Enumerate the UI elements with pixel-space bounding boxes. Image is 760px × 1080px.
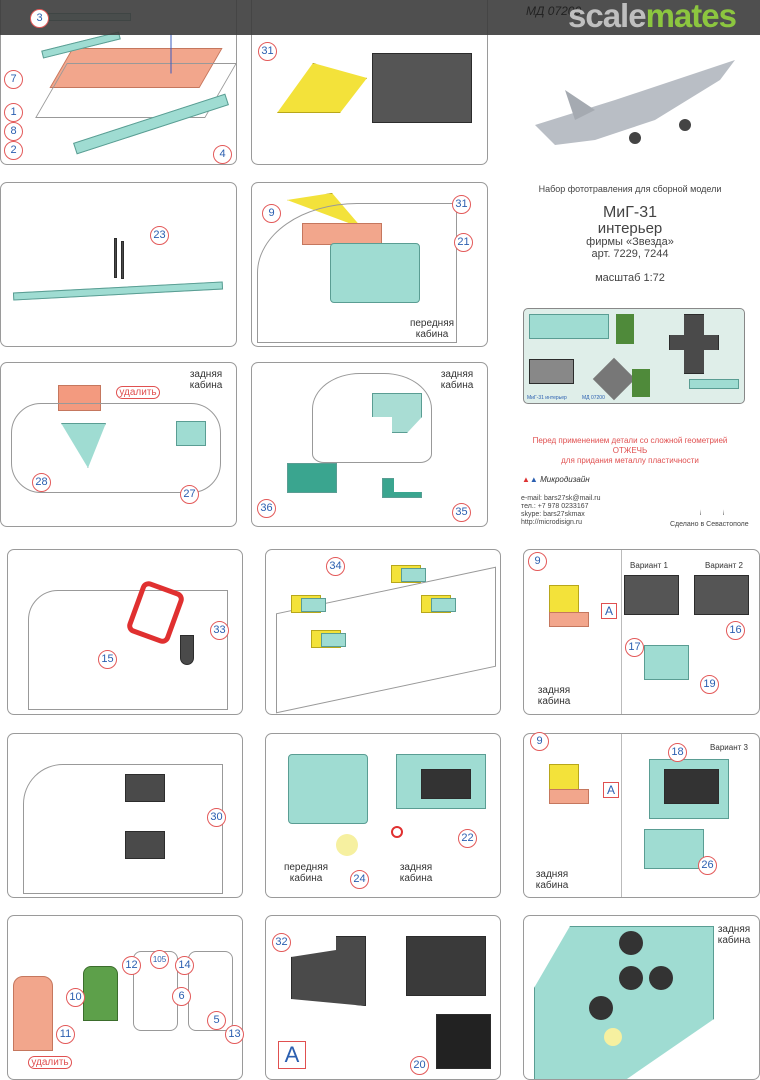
- fret-code: МД 07200: [582, 395, 605, 401]
- watermark-logo: scalemates: [568, 0, 737, 34]
- marker-a: A: [603, 782, 619, 798]
- callout: 22: [458, 829, 477, 848]
- anneal-warning-2: ОТЖЕЧЬ: [612, 446, 648, 455]
- callout: 19: [700, 675, 719, 694]
- callout: 20: [410, 1056, 429, 1075]
- callout: 23: [150, 226, 169, 245]
- step-panel-13: удалить: [7, 915, 243, 1080]
- fret-label: МиГ-31 интерьер: [527, 395, 567, 401]
- rear-cabin-label: задняя кабина: [399, 862, 433, 884]
- step-panel-12: A Вариант 3 задняя кабина: [523, 733, 760, 898]
- step-panel-6: задняя кабина: [251, 362, 488, 527]
- front-cabin-label: передняя кабина: [409, 318, 455, 340]
- step-panel-15: задняя кабина: [523, 915, 760, 1080]
- callout: 35: [452, 503, 471, 522]
- callout: 28: [32, 473, 51, 492]
- website[interactable]: http://microdisign.ru: [521, 519, 583, 526]
- callout: 21: [454, 233, 473, 252]
- skype: skype: bars27skmax: [521, 511, 585, 518]
- rear-cabin-label: задняя кабина: [189, 369, 223, 391]
- remove-label: удалить: [116, 386, 160, 399]
- step-panel-11: передняя кабина задняя кабина: [265, 733, 501, 898]
- kit-title-2: интерьер: [597, 220, 663, 237]
- rear-cabin-label: задняя кабина: [717, 924, 751, 946]
- callout: 31: [452, 195, 471, 214]
- email: e-mail: bars27sk@mail.ru: [521, 495, 601, 502]
- step-panel-4: передняя кабина: [251, 182, 488, 347]
- callout: 31: [258, 42, 277, 61]
- rear-cabin-label: задняя кабина: [537, 685, 571, 707]
- fret-image: МиГ-31 интерьер МД 07200: [523, 308, 745, 404]
- callout: 105: [150, 950, 169, 969]
- product-code: МД 07200: [526, 4, 582, 18]
- kit-maker: фирмы «Звезда»: [586, 236, 674, 248]
- callout: 13: [225, 1025, 244, 1044]
- callout: 26: [698, 856, 717, 875]
- anneal-warning-3: для придания металлу пластичности: [561, 456, 699, 465]
- step-panel-3: [0, 182, 237, 347]
- phone: тел.: +7 978 0233167: [521, 503, 589, 510]
- callout: 11: [56, 1025, 75, 1044]
- step-panel-10: [7, 733, 243, 898]
- callout: 8: [4, 122, 23, 141]
- rear-cabin-label: задняя кабина: [535, 869, 569, 891]
- kit-scale: масштаб 1:72: [595, 272, 665, 284]
- callout: 4: [213, 145, 232, 164]
- aircraft-photo: [535, 50, 745, 150]
- kit-article: арт. 7229, 7244: [591, 248, 669, 260]
- monument-drawing: [700, 460, 724, 515]
- callout: 6: [172, 987, 191, 1006]
- variant-1-label: Вариант 1: [630, 561, 668, 570]
- callout: 15: [98, 650, 117, 669]
- callout: 17: [625, 638, 644, 657]
- step-panel-5: задняя кабина удалить: [0, 362, 237, 527]
- kit-title: МиГ-31: [602, 204, 658, 221]
- callout: 16: [726, 621, 745, 640]
- callout: 5: [207, 1011, 226, 1030]
- callout: 27: [180, 485, 199, 504]
- callout: 3: [30, 9, 49, 28]
- callout: 18: [668, 743, 687, 762]
- step-panel-14: A: [265, 915, 501, 1080]
- callout: 34: [326, 557, 345, 576]
- callout: 1: [4, 103, 23, 122]
- anneal-warning-1: Перед применением детали со сложной геом…: [532, 436, 728, 445]
- made-in: Сделано в Севастополе: [670, 521, 749, 528]
- callout: 9: [530, 732, 549, 751]
- microdesign-logo: ▲▲ Микродизайн: [522, 475, 590, 484]
- kit-subtitle: Набор фототравления для сборной модели: [538, 184, 722, 194]
- scalemates-banner: МД 07200 scalemates: [0, 0, 760, 35]
- callout: 24: [350, 870, 369, 889]
- callout: 2: [4, 141, 23, 160]
- callout: 10: [66, 988, 85, 1007]
- variant-2-label: Вариант 2: [705, 561, 743, 570]
- rear-cabin-label: задняя кабина: [440, 369, 474, 391]
- callout: 32: [272, 933, 291, 952]
- step-panel-9: A Вариант 1 Вариант 2 задняя кабина: [523, 549, 760, 715]
- remove-label: удалить: [28, 1056, 72, 1069]
- callout: 36: [257, 499, 276, 518]
- callout: 30: [207, 808, 226, 827]
- contacts: e-mail: bars27sk@mail.ru тел.: +7 978 02…: [521, 495, 600, 527]
- callout: 7: [4, 70, 23, 89]
- callout: 9: [262, 204, 281, 223]
- step-panel-7: [7, 549, 243, 715]
- callout: 12: [122, 956, 141, 975]
- step-panel-8: [265, 549, 501, 715]
- callout: 33: [210, 621, 229, 640]
- marker-a: A: [278, 1041, 306, 1069]
- marker-a: A: [601, 603, 617, 619]
- callout: 14: [175, 956, 194, 975]
- variant-3-label: Вариант 3: [710, 743, 748, 752]
- callout: 9: [528, 552, 547, 571]
- front-cabin-label: передняя кабина: [283, 862, 329, 884]
